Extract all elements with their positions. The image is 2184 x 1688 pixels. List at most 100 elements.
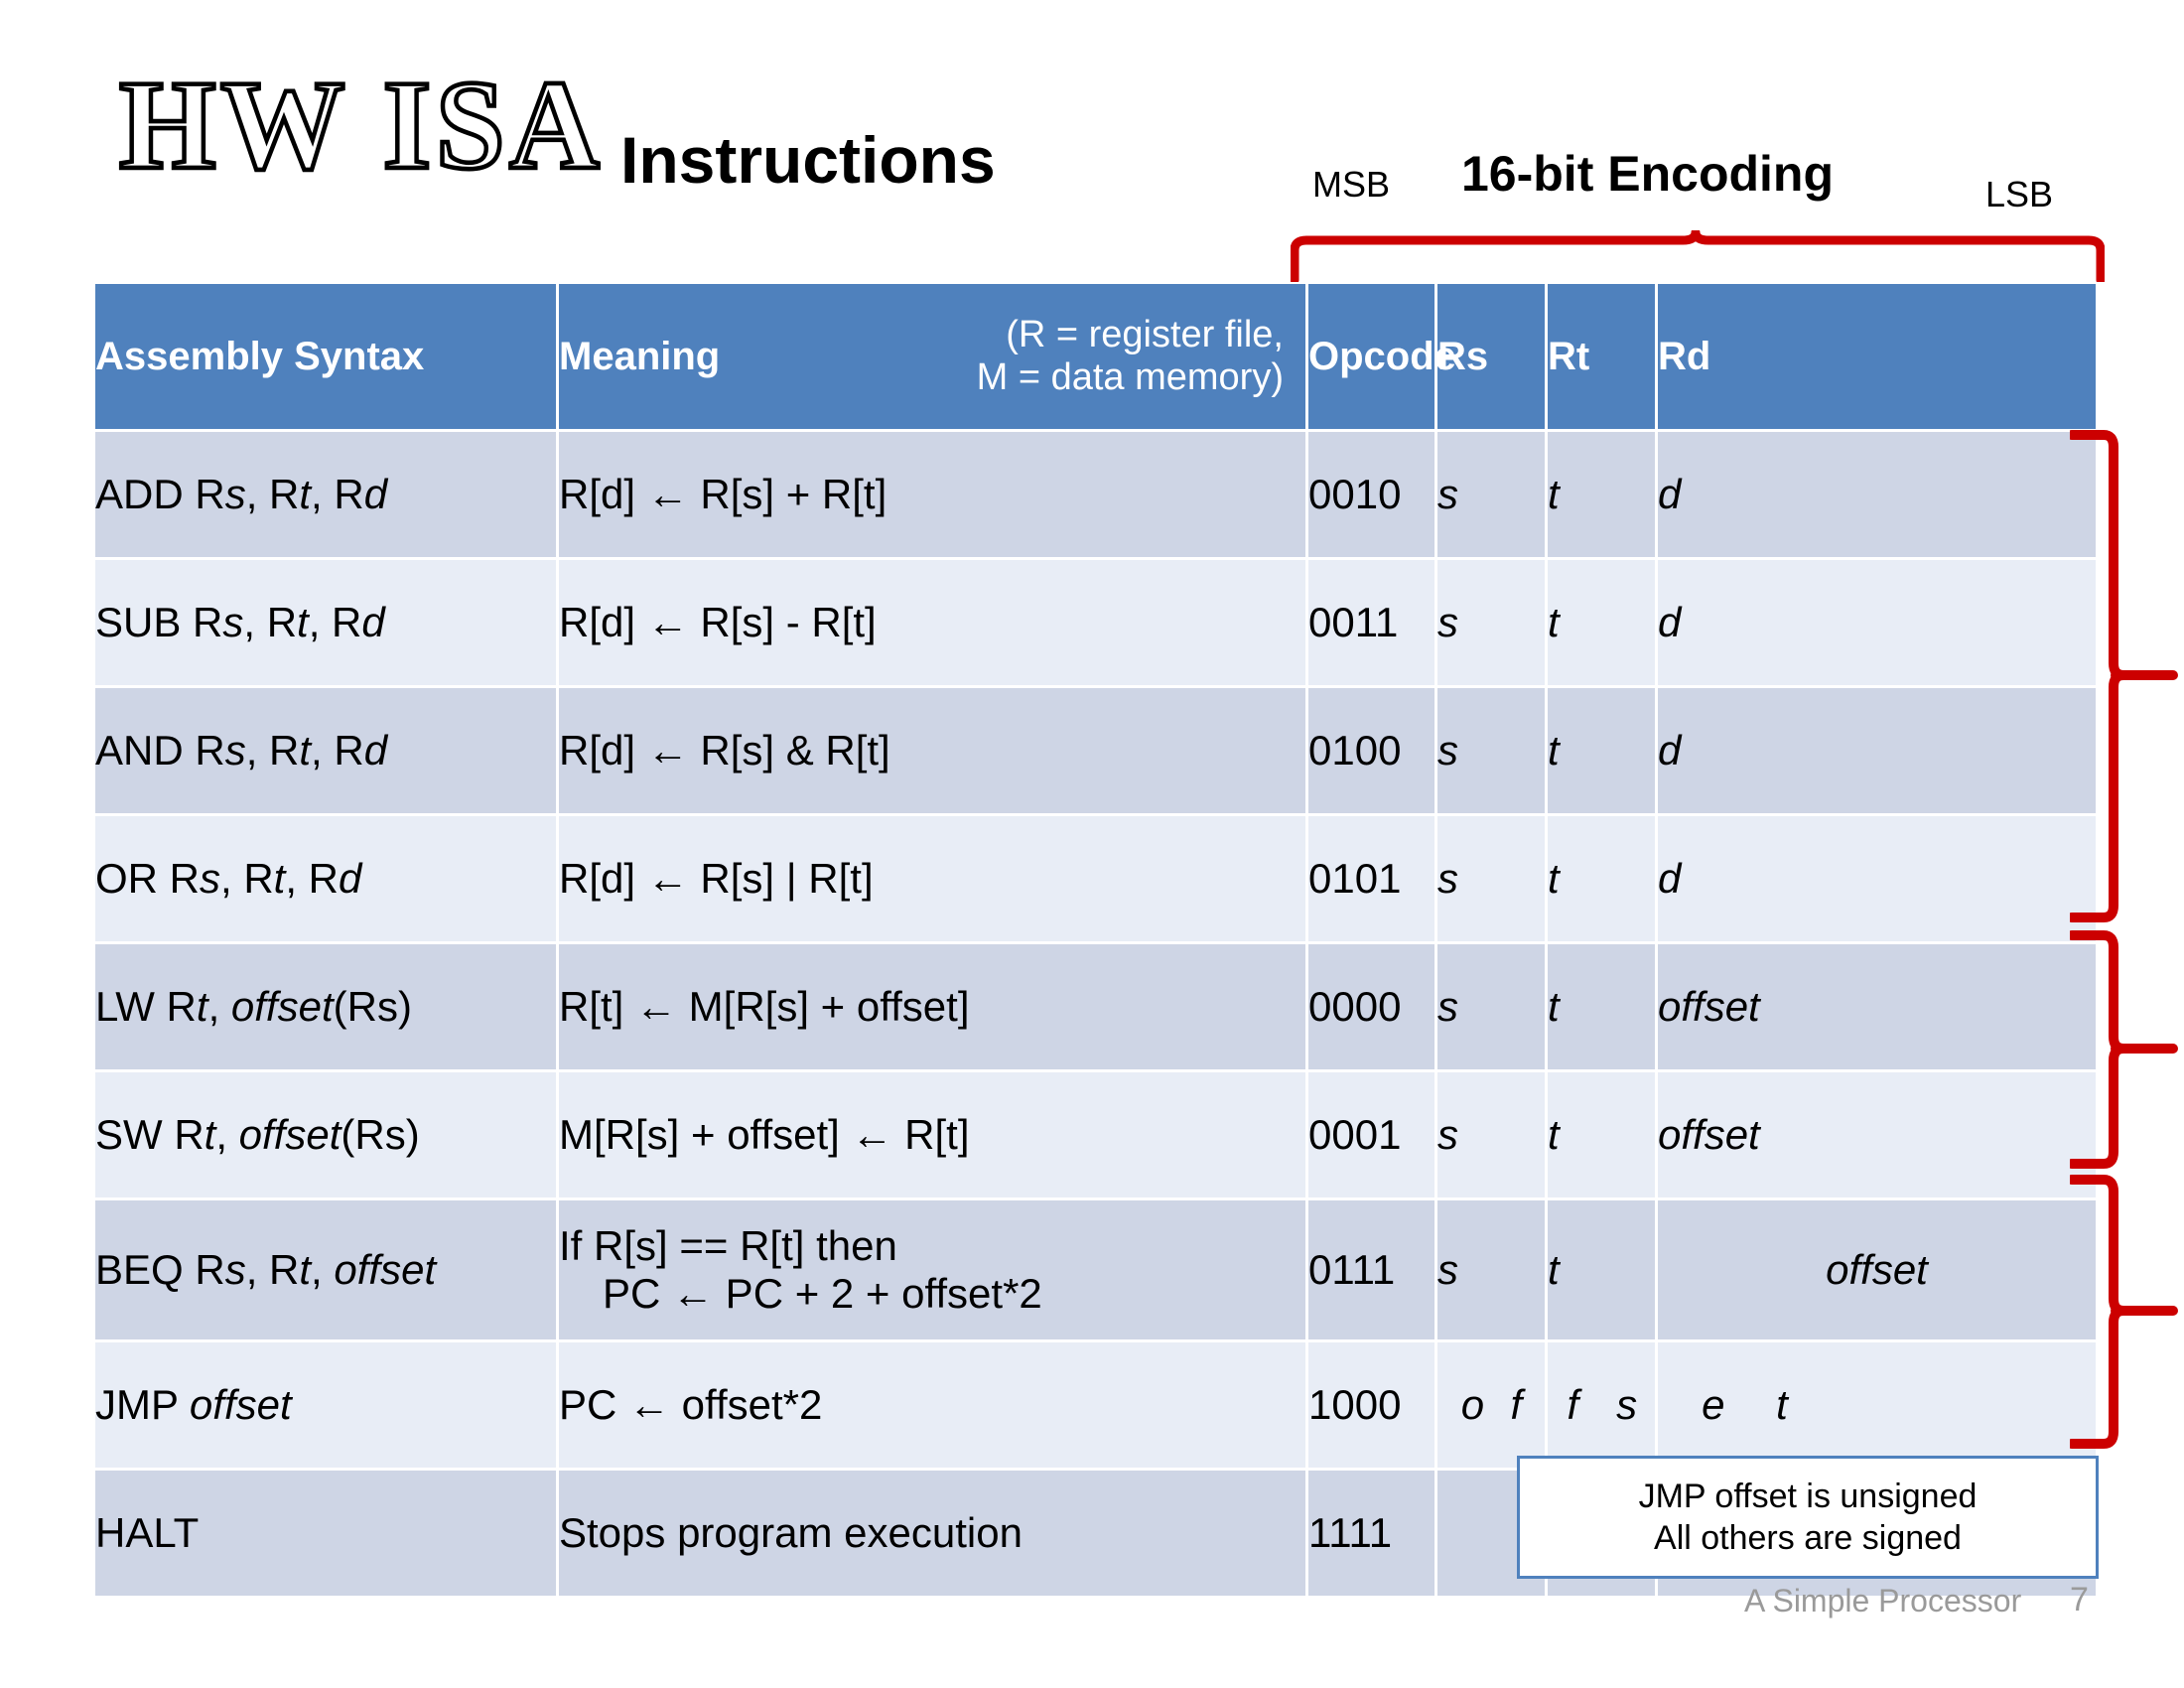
syntax-text: , xyxy=(215,1111,239,1158)
instruction-table: Assembly Syntax Meaning (R = register fi… xyxy=(92,281,2099,1599)
syntax-text: , R xyxy=(245,471,300,517)
syntax-italic: offset xyxy=(189,1381,292,1428)
footer-deck-title: A Simple Processor xyxy=(1744,1583,2022,1618)
footer-page-number: 7 xyxy=(2070,1581,2089,1618)
table-row: LW Rt, offset(Rs) R[t] ← M[R[s] + offset… xyxy=(95,944,2096,1069)
note-line2: All others are signed xyxy=(1654,1519,1962,1557)
jmp-offset-letter: t xyxy=(1776,1381,1788,1428)
table-row: BEQ Rs, Rt, offset If R[s] == R[t] then … xyxy=(95,1200,2096,1339)
syntax-italic: s xyxy=(200,855,220,902)
header-assembly-syntax: Assembly Syntax xyxy=(95,284,556,429)
cell-syntax: OR Rs, Rt, Rd xyxy=(95,816,556,941)
syntax-italic: t xyxy=(273,855,286,902)
jmp-offset-letter: f xyxy=(1567,1381,1579,1428)
syntax-italic: t xyxy=(299,471,312,517)
memory-group-brace-icon xyxy=(2070,930,2178,1169)
cell-syntax: SUB Rs, Rt, Rd xyxy=(95,560,556,685)
syntax-text: , R xyxy=(245,727,300,774)
cell-opcode: 0111 xyxy=(1308,1200,1434,1339)
syntax-text: AND R xyxy=(95,727,225,774)
table-row: OR Rs, Rt, Rd R[d] ← R[s] | R[t] 0101 s … xyxy=(95,816,2096,941)
syntax-text: JMP xyxy=(95,1381,190,1428)
cell-rt: t xyxy=(1548,688,1655,813)
cell-rd: offset xyxy=(1658,1200,2096,1339)
syntax-italic: offset xyxy=(238,1111,341,1158)
syntax-text: , R xyxy=(220,855,274,902)
cell-rt: t xyxy=(1548,432,1655,557)
header-meaning-note-line2: M = data memory) xyxy=(976,356,1284,398)
cell-rs: s xyxy=(1437,688,1545,813)
syntax-text: , R xyxy=(243,599,298,645)
syntax-italic: s xyxy=(224,1246,246,1293)
table-row: SW Rt, offset(Rs) M[R[s] + offset] ← R[t… xyxy=(95,1072,2096,1197)
hw-isa-logo: HW ISA xyxy=(117,55,605,197)
cell-rs: s xyxy=(1437,432,1545,557)
cell-rd: offset xyxy=(1658,944,2096,1069)
syntax-text: ADD R xyxy=(95,471,225,517)
signedness-note-box: JMP offset is unsigned All others are si… xyxy=(1517,1456,2099,1579)
cell-syntax: LW Rt, offset(Rs) xyxy=(95,944,556,1069)
cell-rd: d xyxy=(1658,816,2096,941)
cell-meaning: Stops program execution xyxy=(559,1471,1305,1596)
cell-syntax: ADD Rs, Rt, Rd xyxy=(95,432,556,557)
cell-syntax: BEQ Rs, Rt, offset xyxy=(95,1200,556,1339)
syntax-text: , xyxy=(311,1246,335,1293)
cell-meaning: R[t] ← M[R[s] + offset] xyxy=(559,944,1305,1069)
syntax-text: HALT xyxy=(95,1509,200,1556)
cell-rs: s xyxy=(1437,1072,1545,1197)
table-header-row: Assembly Syntax Meaning (R = register fi… xyxy=(95,284,2096,429)
jmp-offset-letter: o xyxy=(1460,1381,1485,1428)
cell-rs: s xyxy=(1437,944,1545,1069)
cell-meaning: PC ← offset*2 xyxy=(559,1342,1305,1468)
cell-opcode: 0101 xyxy=(1308,816,1434,941)
table-row: SUB Rs, Rt, Rd R[d] ← R[s] - R[t] 0011 s… xyxy=(95,560,2096,685)
jmp-offset-letter: e xyxy=(1702,1381,1725,1428)
table-row: AND Rs, Rt, Rd R[d] ← R[s] & R[t] 0100 s… xyxy=(95,688,2096,813)
cell-rs: s xyxy=(1437,816,1545,941)
lsb-label: LSB xyxy=(1985,174,2054,214)
note-line1: JMP offset is unsigned xyxy=(1638,1477,1978,1515)
cell-opcode: 0001 xyxy=(1308,1072,1434,1197)
syntax-italic: t xyxy=(299,727,312,774)
syntax-text: (Rs) xyxy=(333,983,412,1030)
msb-label: MSB xyxy=(1312,164,1391,205)
header-meaning: Meaning (R = register file, M = data mem… xyxy=(559,284,1305,429)
cell-rt: t xyxy=(1548,1072,1655,1197)
header-rd: Rd xyxy=(1658,284,2096,429)
syntax-italic: s xyxy=(222,599,244,645)
page-title: Instructions xyxy=(620,123,996,197)
header-opcode: Opcode xyxy=(1308,284,1456,429)
cell-rd: d xyxy=(1658,688,2096,813)
syntax-italic: t xyxy=(297,599,309,645)
encoding-title: 16-bit Encoding xyxy=(1461,146,1834,202)
syntax-italic: d xyxy=(339,855,362,902)
cell-syntax: HALT xyxy=(95,1471,556,1596)
cell-opcode: 1000 xyxy=(1308,1342,1434,1468)
syntax-italic: t xyxy=(196,983,208,1030)
cell-opcode: 0010 xyxy=(1308,432,1434,557)
header-meaning-label: Meaning xyxy=(559,334,721,378)
syntax-text: BEQ R xyxy=(95,1246,225,1293)
cell-meaning: If R[s] == R[t] then PC ← PC + 2 + offse… xyxy=(559,1200,1305,1339)
table-row: ADD Rs, Rt, Rd R[d] ← R[s] + R[t] 0010 s… xyxy=(95,432,2096,557)
syntax-text: SUB R xyxy=(95,599,223,645)
header-rs: Rs xyxy=(1437,284,1545,429)
cell-rt: t xyxy=(1548,944,1655,1069)
header-rt: Rt xyxy=(1548,284,1655,429)
encoding-span-brace-icon xyxy=(1291,230,2105,282)
header-meaning-note: (R = register file, M = data memory) xyxy=(720,314,1305,400)
syntax-text: , R xyxy=(285,855,340,902)
syntax-italic: s xyxy=(224,727,246,774)
syntax-text: (Rs) xyxy=(341,1111,420,1158)
cell-rd: d xyxy=(1658,560,2096,685)
cell-rt: t xyxy=(1548,560,1655,685)
syntax-italic: offset xyxy=(334,1246,437,1293)
syntax-italic: d xyxy=(363,471,388,517)
cell-meaning: M[R[s] + offset] ← R[t] xyxy=(559,1072,1305,1197)
cell-rt: t xyxy=(1548,816,1655,941)
meaning-line1: If R[s] == R[t] then xyxy=(559,1222,897,1270)
cell-opcode: 1111 xyxy=(1308,1471,1434,1596)
